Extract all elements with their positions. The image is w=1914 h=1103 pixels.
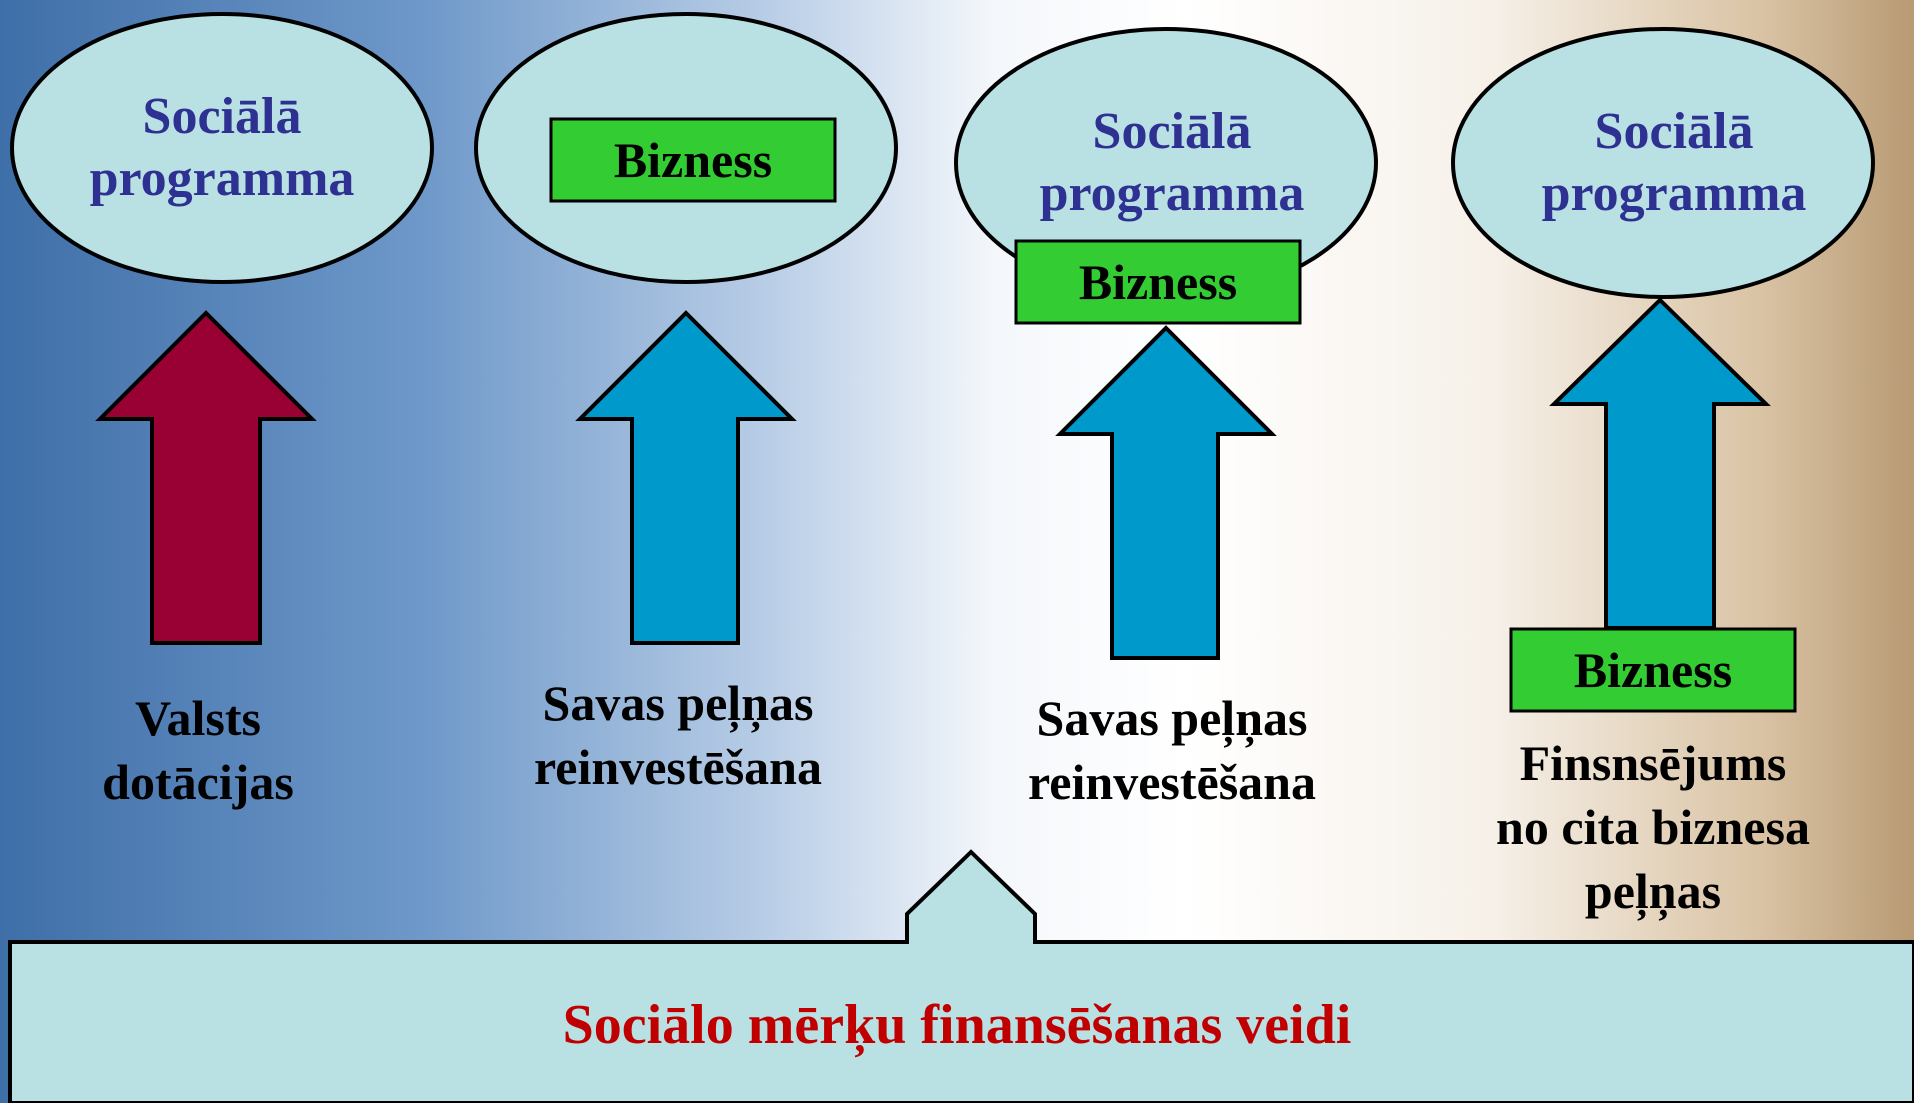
goal-oval-4: [1451, 27, 1875, 299]
footer-title: Sociālo mērķu finansēšanas veidi: [562, 994, 1352, 1056]
goal-label-3: Sociālā programma: [1039, 103, 1305, 222]
goal-label-1: Sociālā programma: [89, 88, 355, 207]
caption-external-business: Finsnsējums no cita biznesa peļņas: [1496, 735, 1810, 919]
business-label-4: Bizness: [1573, 642, 1733, 698]
arrow-reinvestment-1: [575, 310, 797, 645]
arrow-state-funding: [95, 310, 317, 645]
business-label-2: Bizness: [613, 132, 773, 188]
footer-callout: [8, 849, 1914, 1103]
business-label-3: Bizness: [1078, 254, 1238, 310]
business-box-2: [549, 117, 837, 203]
caption-reinvestment-1: Savas peļņas reinvestēšana: [534, 675, 822, 795]
arrow-external-business: [1549, 297, 1771, 630]
business-box-4: [1509, 627, 1797, 713]
goal-oval-1: [10, 12, 434, 284]
caption-state-funding: Valsts dotācijas: [102, 690, 294, 810]
goal-label-4: Sociālā programma: [1541, 103, 1807, 222]
caption-reinvestment-2: Savas peļņas reinvestēšana: [1028, 690, 1316, 810]
arrow-reinvestment-2: [1055, 325, 1277, 660]
business-box-3: [1014, 239, 1302, 325]
